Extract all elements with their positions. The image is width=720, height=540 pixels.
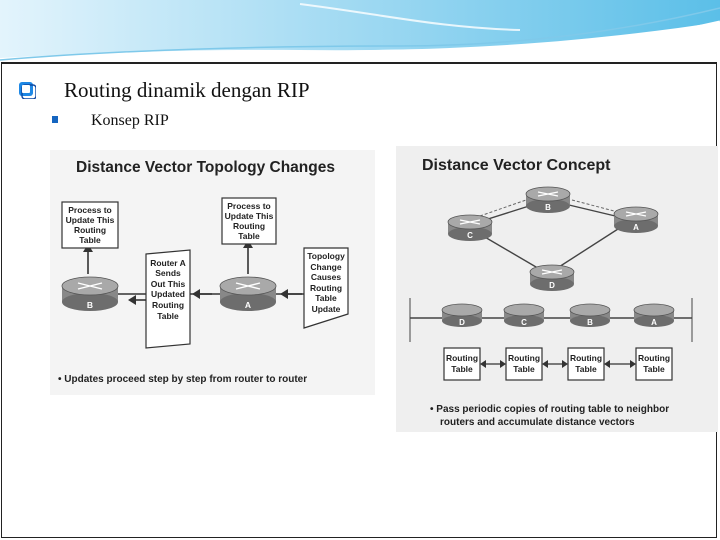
bullet-text: Konsep RIP xyxy=(91,112,169,129)
box-line: Process to xyxy=(68,205,111,215)
box-line: Routing xyxy=(74,225,106,235)
right-figure-heading: Distance Vector Concept xyxy=(422,157,611,174)
router-b-icon: B xyxy=(61,276,119,311)
router-label: B xyxy=(587,318,593,327)
process-update-box-b: Process to Update This Routing Table xyxy=(61,201,119,249)
table-line: Routing xyxy=(638,353,670,363)
table-line: Table xyxy=(643,364,665,374)
checkbox-bullet-icon xyxy=(19,82,36,99)
box-line: Table xyxy=(79,235,101,245)
router-b-row-icon: B xyxy=(569,303,611,327)
routing-table-box: Routing Table xyxy=(635,347,673,381)
box-line: Table xyxy=(238,231,260,241)
routing-table-box: Routing Table xyxy=(443,347,481,381)
routing-table-box: Routing Table xyxy=(505,347,543,381)
box-line: Change xyxy=(310,262,341,272)
table-line: Table xyxy=(575,364,597,374)
distance-vector-concept-figure: Distance Vector Concept B C A xyxy=(396,146,718,432)
left-figure-heading: Distance Vector Topology Changes xyxy=(76,159,335,176)
router-label: B xyxy=(545,203,551,212)
router-d-top-icon: D xyxy=(529,264,575,291)
router-a-top-icon: A xyxy=(613,206,659,233)
slide-title: Routing dinamik dengan RIP xyxy=(64,78,310,102)
router-b-label: B xyxy=(87,300,93,310)
table-line: Table xyxy=(451,364,473,374)
topology-change-box: Topology Change Causes Routing Table Upd… xyxy=(303,247,349,329)
box-line: Update This xyxy=(66,215,115,225)
box-line: Sends xyxy=(155,268,181,278)
table-line: Routing xyxy=(508,353,540,363)
router-d-row-icon: D xyxy=(441,303,483,327)
router-label: C xyxy=(467,231,473,240)
router-label: C xyxy=(521,318,527,327)
box-line: Routing xyxy=(152,300,184,310)
box-line: Router A xyxy=(150,258,186,268)
box-line: Table xyxy=(315,293,337,303)
router-a-row-icon: A xyxy=(633,303,675,327)
router-c-top-icon: C xyxy=(447,214,493,241)
square-bullet-icon xyxy=(52,116,58,123)
box-line: Table xyxy=(157,311,179,321)
box-line: Update This xyxy=(225,211,274,221)
router-c-row-icon: C xyxy=(503,303,545,327)
router-a-icon: A xyxy=(219,276,277,311)
box-line: Routing xyxy=(310,283,342,293)
left-figure-caption: • Updates proceed step by step from rout… xyxy=(58,374,307,385)
box-line: Out This xyxy=(151,279,186,289)
router-a-label: A xyxy=(245,300,251,310)
box-line: Routing xyxy=(233,221,265,231)
box-line: Updated xyxy=(151,289,185,299)
box-line: Causes xyxy=(311,272,342,282)
router-label: D xyxy=(549,281,555,290)
routing-table-box: Routing Table xyxy=(567,347,605,381)
router-label: A xyxy=(633,223,639,232)
table-line: Routing xyxy=(446,353,478,363)
right-figure-caption-2: routers and accumulate distance vectors xyxy=(440,417,635,428)
box-line: Topology xyxy=(307,251,345,261)
router-label: A xyxy=(651,318,657,327)
router-b-top-icon: B xyxy=(525,186,571,213)
topology-changes-figure: Distance Vector Topology Changes Process… xyxy=(50,150,375,395)
router-label: D xyxy=(459,318,465,327)
table-line: Routing xyxy=(570,353,602,363)
right-figure-caption-1: • Pass periodic copies of routing table … xyxy=(430,404,669,415)
box-line: Update xyxy=(312,304,341,314)
table-line: Table xyxy=(513,364,535,374)
header-wave-decoration xyxy=(0,0,720,64)
box-line: Process to xyxy=(227,201,270,211)
process-update-box-a: Process to Update This Routing Table xyxy=(221,197,277,245)
router-a-sends-box: Router A Sends Out This Updated Routing … xyxy=(145,249,191,349)
